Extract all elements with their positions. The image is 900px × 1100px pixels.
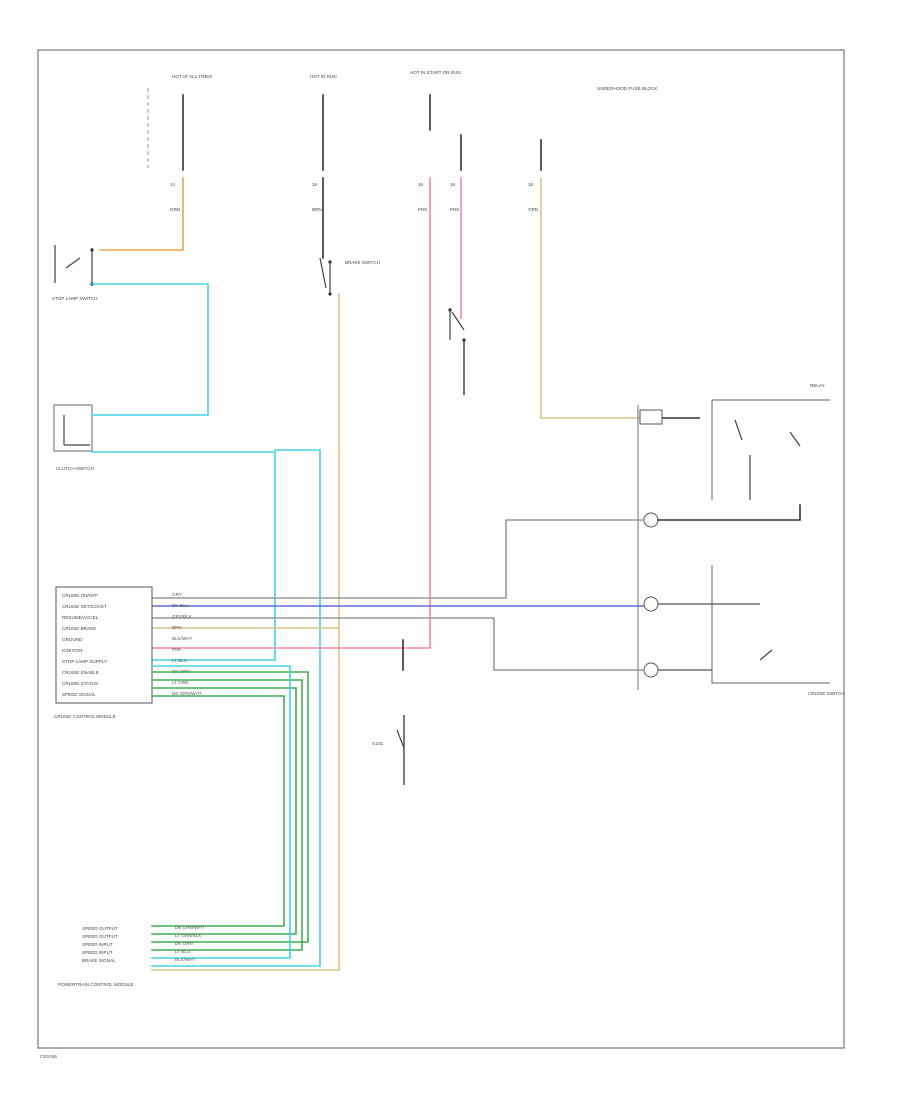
module-label: CRUISE CONTROL MODULE <box>54 714 116 719</box>
wire-cyan-loop <box>91 283 209 416</box>
module-pin-1: CRUISE ON/OFF <box>62 593 98 598</box>
brake-switch-2 <box>448 308 466 395</box>
wire-cyan-clutch-2 <box>151 449 321 967</box>
connector-3 <box>643 596 659 612</box>
module-pin-3: RESUME/ACCEL <box>62 615 99 620</box>
ground-label: G101 <box>372 741 384 746</box>
connector-1 <box>639 409 663 425</box>
wire-code-2: ORN <box>170 207 180 212</box>
module-pin-7: STOP LAMP SUPPLY <box>62 659 107 664</box>
mwc-10: DK GRN/WHT <box>172 691 202 696</box>
brake-switch-label: BRAKE SWITCH <box>345 260 380 265</box>
power-feed-1: HOT AT ALL TIMES 14 ORN <box>99 74 212 251</box>
mwc-3: GRY/BLK <box>172 614 193 619</box>
wire-green-1 <box>151 671 309 943</box>
power-feed-3: HOT IN START OR RUN 16 PNK 16 PNK <box>410 70 462 212</box>
wire-black-right <box>657 504 801 521</box>
relay-label: RELAY <box>810 383 825 388</box>
connector-4 <box>643 662 659 678</box>
fuse-label-2: HOT IN RUN <box>310 74 337 79</box>
wire-tan-underhood <box>540 177 641 419</box>
wire-code-9: 16 <box>528 182 534 187</box>
pwc-5: BLK/WHT <box>175 957 196 962</box>
clutch-switch-label: CLUTCH SWITCH <box>56 466 94 471</box>
wire-code-6: PNK <box>418 207 428 212</box>
cruise-switch-lower: CRUISE SWITCH <box>711 565 845 696</box>
wire-green-4 <box>151 695 285 927</box>
wire-code-10: ORN <box>528 207 538 212</box>
mwc-9: LT GRN <box>172 680 188 685</box>
wire-green-3 <box>151 687 297 935</box>
wire-green-2 <box>151 679 303 951</box>
pwc-3: DK GRN <box>175 941 193 946</box>
wire-code-5: 16 <box>418 182 424 187</box>
mwc-1: GRY <box>172 592 182 597</box>
clutch-switch: CLUTCH SWITCH <box>53 404 94 471</box>
mwc-6: PNK <box>172 647 182 652</box>
module-pin-9: CRUISE STATUS <box>62 681 98 686</box>
pcm-label: POWERTRAIN CONTROL MODULE <box>58 982 134 987</box>
wire-pink-1 <box>151 177 431 649</box>
pwc-2: LT GRN/BLK <box>175 933 202 938</box>
wire-code-7: 16 <box>450 182 456 187</box>
wire-orange <box>99 177 184 251</box>
stop-lamp-switch-label: STOP LAMP SWITCH <box>52 296 97 301</box>
pcm: SPEED OUTPUT SPEED OUTPUT SPEED INPUT SP… <box>58 926 134 987</box>
pcm-pin-4: SPEED INPUT <box>82 950 113 955</box>
pcm-pin-2: SPEED OUTPUT <box>82 934 118 939</box>
brake-switch: BRAKE SWITCH <box>319 257 380 296</box>
ground-splice: G101 <box>372 715 405 785</box>
footer-code: CR1046 <box>40 1054 57 1059</box>
module-pin-4: CRUISE BRAKE <box>62 626 96 631</box>
mwc-7: LT BLU <box>172 658 187 663</box>
power-feed-4: UNDERHOOD FUSE BLOCK 16 ORN <box>528 86 658 212</box>
module-pin-6: IGNITION <box>62 648 82 653</box>
fuse-label-1: HOT AT ALL TIMES <box>172 74 212 79</box>
mwc-4: BRN <box>172 625 182 630</box>
fuse-label-3: HOT IN START OR RUN <box>410 70 461 75</box>
wire-gray-2 <box>151 617 645 671</box>
fuse-label-4: UNDERHOOD FUSE BLOCK <box>597 86 658 91</box>
diagram-frame <box>37 49 845 1049</box>
wire-gray-1 <box>151 519 645 599</box>
wire-code-4: BRN <box>312 207 322 212</box>
module-pin-8: CRUISE ENABLE <box>62 670 99 675</box>
pwc-1: DK GRN/WHT <box>175 925 205 930</box>
wire-code-8: PNK <box>450 207 460 212</box>
wire-cyan-3 <box>151 665 291 959</box>
mwc-5: BLK/WHT <box>172 636 193 641</box>
module-pin-2: CRUISE SET/COAST <box>62 604 107 609</box>
wire-tan-brake <box>151 293 340 971</box>
pcm-wire-codes: DK GRN/WHT LT GRN/BLK DK GRN LT BLU BLK/… <box>175 925 205 962</box>
cruise-switch-upper: RELAY <box>662 383 830 500</box>
connector-2 <box>643 512 659 528</box>
wire-cyan-clutch <box>91 451 276 661</box>
cruise-control-module: CRUISE ON/OFF CRUISE SET/COAST RESUME/AC… <box>54 586 153 719</box>
wire-code-3: 16 <box>312 182 318 187</box>
cruise-switch-label: CRUISE SWITCH <box>808 691 845 696</box>
wire-code-1: 14 <box>170 182 176 187</box>
power-feed-2: HOT IN RUN 16 BRN <box>310 74 337 259</box>
stop-lamp-switch: STOP LAMP SWITCH <box>52 245 97 301</box>
module-pin-5: GROUND <box>62 637 83 642</box>
pwc-4: LT BLU <box>175 949 190 954</box>
module-pin-10: SPEED SIGNAL <box>62 692 96 697</box>
pcm-pin-3: SPEED INPUT <box>82 942 113 947</box>
mwc-2: DK BLU <box>172 603 189 608</box>
pcm-pin-1: SPEED OUTPUT <box>82 926 118 931</box>
pcm-pin-5: BRAKE SIGNAL <box>82 958 116 963</box>
